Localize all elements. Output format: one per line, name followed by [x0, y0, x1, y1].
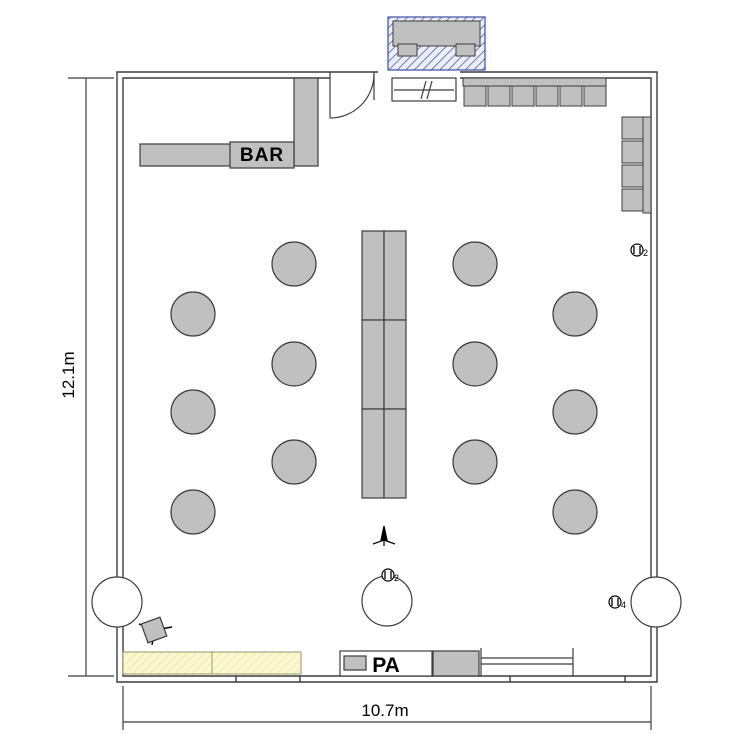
round-table [452, 241, 498, 287]
pillars [91, 575, 682, 628]
outlet-count-label: 4 [621, 600, 626, 610]
round-table [552, 291, 598, 337]
outlet-icon: 2 [630, 243, 648, 258]
entrance-cabinet [387, 16, 486, 71]
outlet-icon: 2 [381, 568, 399, 583]
round-tables [170, 241, 598, 535]
round-table [452, 439, 498, 485]
height-dimension-label: 12.1m [59, 351, 78, 398]
dimension-height [68, 77, 114, 677]
mic-stand-icon [372, 525, 396, 546]
coat-rack [391, 77, 457, 102]
bar-label: BAR [240, 145, 284, 166]
outlet-count-label: 2 [643, 248, 648, 258]
pillar [630, 576, 682, 628]
entrance-door [329, 72, 375, 119]
chair-row-top [462, 77, 607, 107]
equipment-rack [432, 648, 574, 677]
pa-desk [339, 650, 433, 677]
width-dimension-label: 10.7m [361, 701, 408, 720]
outlet-icon: 4 [608, 595, 626, 610]
chair-column-right [621, 116, 652, 214]
outlet-count-label: 2 [394, 573, 399, 583]
stage-platform [122, 651, 302, 675]
round-table [271, 341, 317, 387]
round-table [170, 389, 216, 435]
dimension-width [122, 686, 652, 730]
round-table [271, 241, 317, 287]
round-table [452, 341, 498, 387]
round-table [552, 489, 598, 535]
long-table [361, 230, 407, 499]
speaker-icon [138, 616, 173, 646]
pillar [91, 576, 143, 628]
round-table [170, 291, 216, 337]
round-table [552, 389, 598, 435]
bar-counter [139, 77, 319, 169]
round-table [271, 439, 317, 485]
pa-label: PA [372, 654, 400, 677]
pillar [361, 575, 413, 627]
round-table [170, 489, 216, 535]
